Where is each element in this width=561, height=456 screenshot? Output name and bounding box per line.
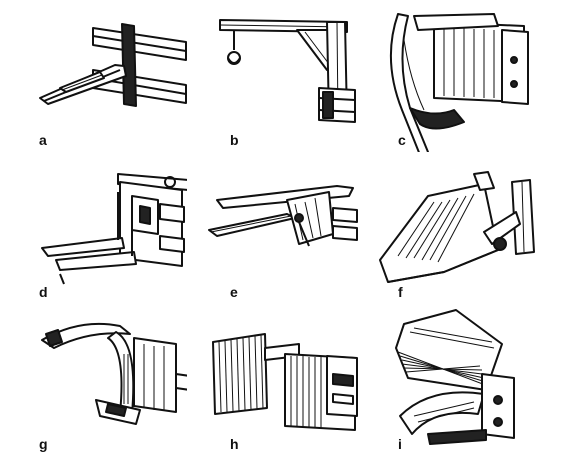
panel-label: d [39, 284, 48, 300]
panel-f: f [374, 152, 561, 304]
tipping-bucket-attachment-icon [374, 152, 561, 304]
paper-roll-clamp-attachment-icon [0, 304, 187, 456]
panel-label: g [39, 436, 48, 452]
panel-label: a [39, 132, 47, 148]
panel-g: g [0, 304, 187, 456]
carton-clamp-attachment-icon [187, 304, 374, 456]
panel-label: i [398, 436, 402, 452]
panel-label: h [230, 436, 239, 452]
panel-i: i [374, 304, 561, 456]
panel-h: h [187, 304, 374, 456]
panel-label: b [230, 132, 239, 148]
panel-label: c [398, 132, 406, 148]
panel-b: b [187, 0, 374, 152]
panel-e: e [187, 152, 374, 304]
side-shift-fork-carriage-icon [0, 152, 187, 304]
pallet-fork-attachment-icon [0, 0, 187, 152]
panel-label: e [230, 284, 238, 300]
panel-c: c [374, 0, 561, 152]
panel-a: a [0, 0, 187, 152]
load-push-pull-rotator-icon [374, 304, 561, 456]
crane-jib-hook-attachment-icon [187, 0, 374, 152]
fork-positioner-attachment-icon [187, 152, 374, 304]
panel-d: d [0, 152, 187, 304]
rotating-clamp-attachment-icon [374, 0, 561, 152]
panel-label: f [398, 284, 403, 300]
